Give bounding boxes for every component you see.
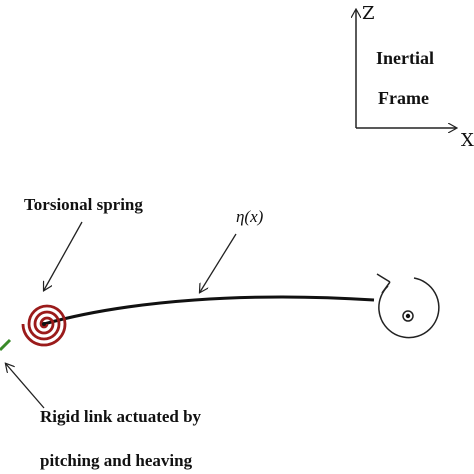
- spring-pointer-arrow: [44, 221, 83, 290]
- pivot-dot-icon: [402, 310, 414, 322]
- flexible-beam: [43, 295, 375, 326]
- circular-arrow-icon: [376, 273, 440, 339]
- deflection-pointer-arrow: [200, 233, 237, 292]
- x-axis-label: X: [461, 130, 474, 151]
- frame-caption-line2: Frame: [378, 88, 429, 108]
- torsional-spring-icon: [21, 304, 67, 347]
- torsional-spring-label: Torsional spring: [24, 195, 143, 214]
- rigid-link-label-line2: pitching and heaving: [40, 451, 193, 470]
- rigid-link: [0, 338, 12, 352]
- spring-center-dot: [42, 322, 46, 326]
- rigid-link-label-line1: Rigid link actuated by: [40, 407, 202, 426]
- deflection-label: η(x): [236, 207, 264, 226]
- inertial-frame: Z X Inertial Frame: [356, 3, 474, 151]
- rigid-link-pointer-arrow: [6, 364, 45, 409]
- pivot-dot-center: [405, 313, 411, 319]
- frame-caption-line1: Inertial: [376, 48, 434, 68]
- z-axis-label: Z: [362, 3, 375, 24]
